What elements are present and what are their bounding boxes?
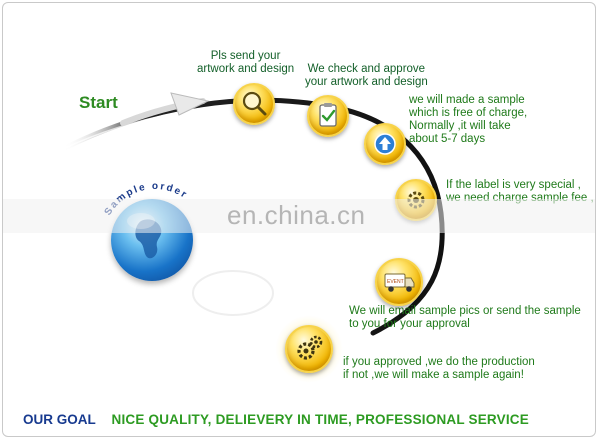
watermark-text: en.china.cn — [227, 200, 366, 230]
step-5-line-1: We will email sample pics or send the sa… — [349, 305, 581, 317]
step-5-node: EVENT — [375, 258, 423, 306]
clipboard-check-icon — [319, 103, 337, 127]
step-3-text: we will made a sample which is free of c… — [409, 94, 527, 146]
goal-slogan: NICE QUALITY, DELIEVERY IN TIME, PROFESS… — [111, 412, 529, 427]
diagram-frame: Start Pls send your artwork and design W… — [2, 2, 596, 437]
faint-swirl — [192, 270, 274, 316]
step-1-text: Pls send your artwork and design — [197, 50, 294, 76]
delivery-truck-icon: EVENT — [384, 273, 415, 292]
step-2-text: We check and approve your artwork and de… — [305, 63, 428, 89]
step-3-line-2: which is free of charge, — [409, 107, 528, 119]
step-1-line-1: Pls send your — [210, 50, 281, 62]
step-6-line-2: if not ,we will make a sample again! — [343, 369, 524, 381]
magnifier-icon — [242, 91, 267, 116]
start-arrow-head — [170, 92, 210, 116]
step-5-line-2: to you for your approval — [349, 318, 470, 330]
step-6-node — [285, 325, 333, 373]
footer-goal: OUR GOAL NICE QUALITY, DELIEVERY IN TIME… — [23, 412, 529, 427]
step-5-text: We will email sample pics or send the sa… — [349, 305, 581, 331]
goal-label: OUR GOAL — [23, 412, 96, 427]
step-3-line-4: about 5-7 days — [409, 133, 486, 145]
start-label: Start — [79, 93, 118, 112]
upload-arrow-icon — [374, 133, 396, 155]
step-4-line-1: If the label is very special , — [446, 179, 581, 191]
step-3-node — [364, 123, 406, 165]
truck-label: EVENT — [387, 279, 404, 285]
step-6-text: if you approved ,we do the production if… — [343, 356, 535, 382]
step-2-line-1: We check and approve — [307, 63, 426, 75]
step-2-line-2: your artwork and design — [305, 76, 428, 88]
gears-icon — [297, 335, 323, 360]
process-arc-inner — [62, 105, 334, 150]
step-1-node — [233, 83, 275, 125]
step-1-line-2: artwork and design — [197, 63, 295, 75]
step-2-node — [307, 95, 349, 137]
step-6-line-1: if you approved ,we do the production — [343, 356, 535, 368]
step-3-line-1: we will made a sample — [409, 94, 525, 106]
watermark-band — [3, 199, 595, 233]
step-3-line-3: Normally ,it will take — [409, 120, 511, 132]
